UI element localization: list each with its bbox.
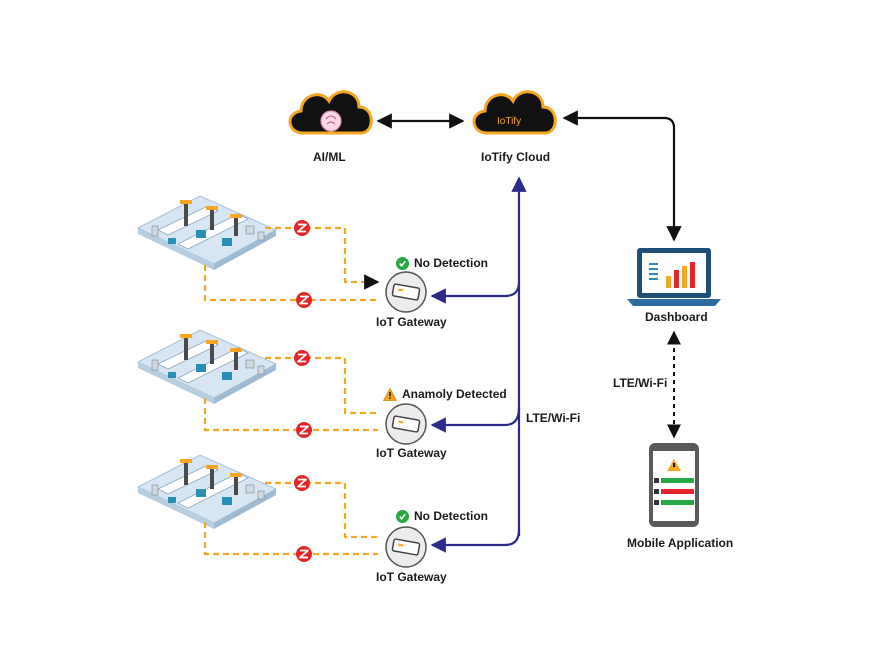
aiml-cloud xyxy=(288,90,373,135)
factory-floor-icon xyxy=(137,454,277,530)
link-cloud-dashboard xyxy=(562,110,682,242)
zigbee-icon xyxy=(293,474,311,492)
gateway-1-label: IoT Gateway xyxy=(376,315,447,329)
zigbee-icon xyxy=(295,291,313,309)
zigbee-icon xyxy=(293,349,311,367)
laptop-chart-icon xyxy=(627,248,721,306)
gateway-3-status: No Detection xyxy=(396,509,488,523)
gateway-cloud-links xyxy=(430,176,527,553)
iotify-logo: IoTify xyxy=(497,116,522,127)
smartphone-icon xyxy=(649,443,699,527)
gateway-2-status-text: Anamoly Detected xyxy=(402,387,507,401)
zigbee-icon xyxy=(295,421,313,439)
dashboard-label: Dashboard xyxy=(645,310,708,324)
zigbee-icon xyxy=(293,219,311,237)
mobile-label: Mobile Application xyxy=(627,536,734,550)
gateway-2-label: IoT Gateway xyxy=(376,446,447,460)
warning-triangle-icon xyxy=(382,387,398,401)
gateway-cloud-link-label: LTE/Wi-Fi xyxy=(526,411,581,425)
brain-cloud-icon xyxy=(320,110,342,132)
aiml-label: AI/ML xyxy=(313,150,346,164)
gateway-3-status-text: No Detection xyxy=(414,509,489,523)
gateway-1-status: No Detection xyxy=(396,256,488,270)
iot-gateway-device xyxy=(385,403,427,445)
iot-gateway-device xyxy=(385,271,427,313)
zigbee-icon xyxy=(295,545,313,563)
check-circle-icon xyxy=(396,256,409,270)
cloud-label: IoTify Cloud xyxy=(481,150,551,164)
gateway-1-status-text: No Detection xyxy=(414,256,489,270)
gateway-2-status: Anamoly Detected xyxy=(382,387,507,401)
factory-floor-icon xyxy=(137,329,277,405)
gateway-3-label: IoT Gateway xyxy=(376,570,447,584)
check-circle-icon xyxy=(396,509,409,523)
iot-gateway-device xyxy=(385,526,427,568)
factory-floor-icon xyxy=(137,195,277,271)
dashboard-mobile-link-label: LTE/Wi-Fi xyxy=(613,376,668,390)
